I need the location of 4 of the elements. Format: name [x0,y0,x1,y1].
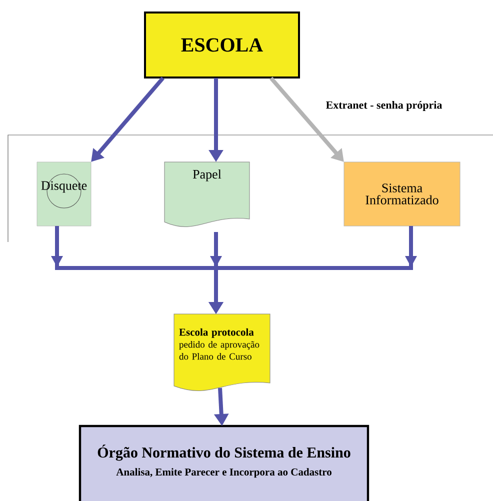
process-box: ESCOLA [144,12,300,78]
process-box: Órgão Normativo do Sistema de Ensino Analisa, Emite Parecer e Incorpora ao Cadastro [78,424,370,501]
process-box: Sistema Informatizado [344,162,460,226]
edge-label: Extranet - senha própria [324,100,444,112]
